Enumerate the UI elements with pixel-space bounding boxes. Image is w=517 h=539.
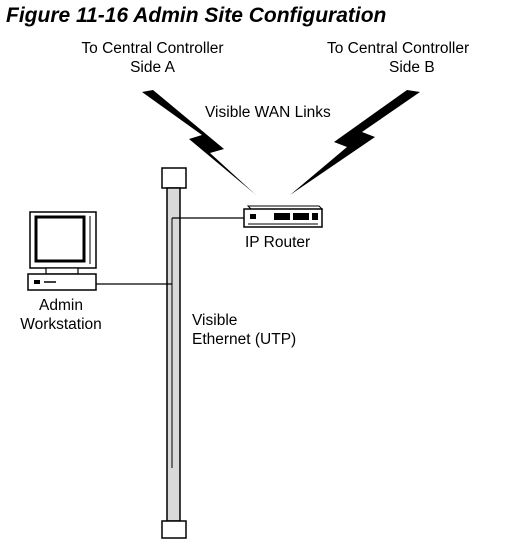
wan-links-label: Visible WAN Links: [205, 104, 331, 121]
ethernet-backbone-icon: [161, 167, 187, 539]
ip-router-icon: [243, 205, 324, 228]
computer-workstation-icon: [27, 211, 97, 291]
router-label: IP Router: [245, 234, 311, 251]
ethernet-label: Visible Ethernet (UTP): [192, 311, 296, 349]
side-b-label: To Central Controller Side B: [327, 39, 517, 77]
figure-title: Figure 11-16 Admin Site Configuration: [6, 4, 387, 27]
ethernet-label-line2: Ethernet (UTP): [192, 331, 297, 348]
wan-link-side-b-icon: [290, 90, 420, 195]
workstation-label-line1: Admin: [39, 297, 83, 314]
side-b-label-line2: Side B: [389, 59, 435, 76]
side-b-label-line1: To Central Controller: [327, 40, 470, 57]
workstation-label: Admin Workstation: [2, 296, 120, 334]
workstation-label-line2: Workstation: [20, 316, 102, 333]
ethernet-label-line1: Visible: [192, 312, 238, 329]
side-a-label-line1: To Central Controller: [81, 40, 224, 57]
side-a-label: To Central Controller Side A: [40, 39, 265, 77]
wan-link-side-a-icon: [142, 90, 256, 195]
side-a-label-line2: Side A: [130, 59, 175, 76]
